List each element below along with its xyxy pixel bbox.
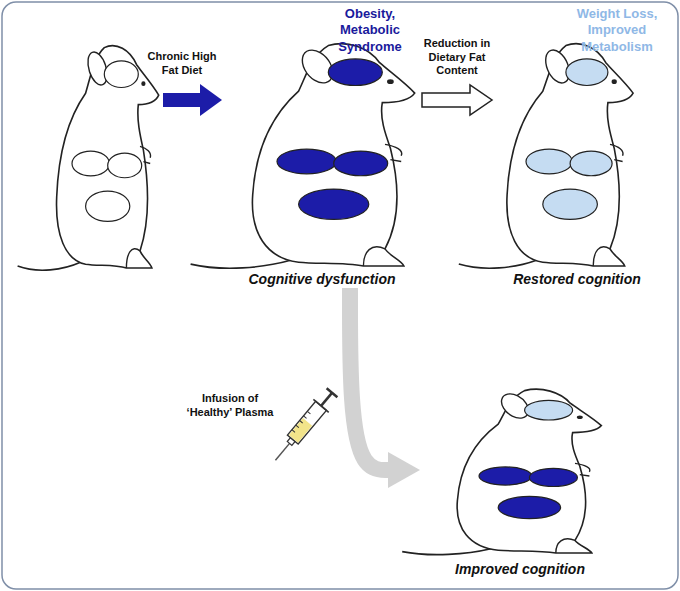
arrow-label: Reduction in Dietary Fat Content	[420, 37, 494, 78]
state-heading: Weight Loss, Improved Metabolism	[560, 6, 674, 55]
slimmed-rat	[459, 44, 633, 269]
transition-arrow	[422, 85, 492, 115]
obese-rat	[191, 44, 415, 269]
treated-rat	[402, 389, 601, 554]
state-panel: Obesity, Metabolic SyndromeCognitive dys…	[222, 6, 422, 288]
transition-arrow	[350, 288, 390, 470]
plunger-thumb	[327, 388, 338, 397]
lean-rat	[18, 46, 159, 271]
state-caption: Cognitive dysfunction	[222, 271, 422, 289]
syringe	[268, 386, 340, 466]
open-arrow	[422, 85, 492, 115]
arrow-label: Infusion of ‘Healthy’ Plasma	[186, 392, 274, 420]
graduations	[292, 411, 310, 432]
state-caption: Restored cognition	[492, 271, 662, 289]
arrow-label: Chronic High Fat Diet	[140, 50, 224, 78]
syringe-barrel	[287, 401, 326, 444]
needle	[275, 443, 289, 460]
diet-arrow	[163, 84, 222, 116]
state-caption: Improved cognition	[420, 561, 620, 579]
plunger-rod	[321, 393, 332, 406]
state-panel: Weight Loss, Improved MetabolismRestored…	[492, 6, 674, 288]
curved-arrow	[350, 288, 390, 470]
state-heading: Obesity, Metabolic Syndrome	[318, 6, 422, 55]
state-panel: Improved cognition	[420, 378, 620, 578]
